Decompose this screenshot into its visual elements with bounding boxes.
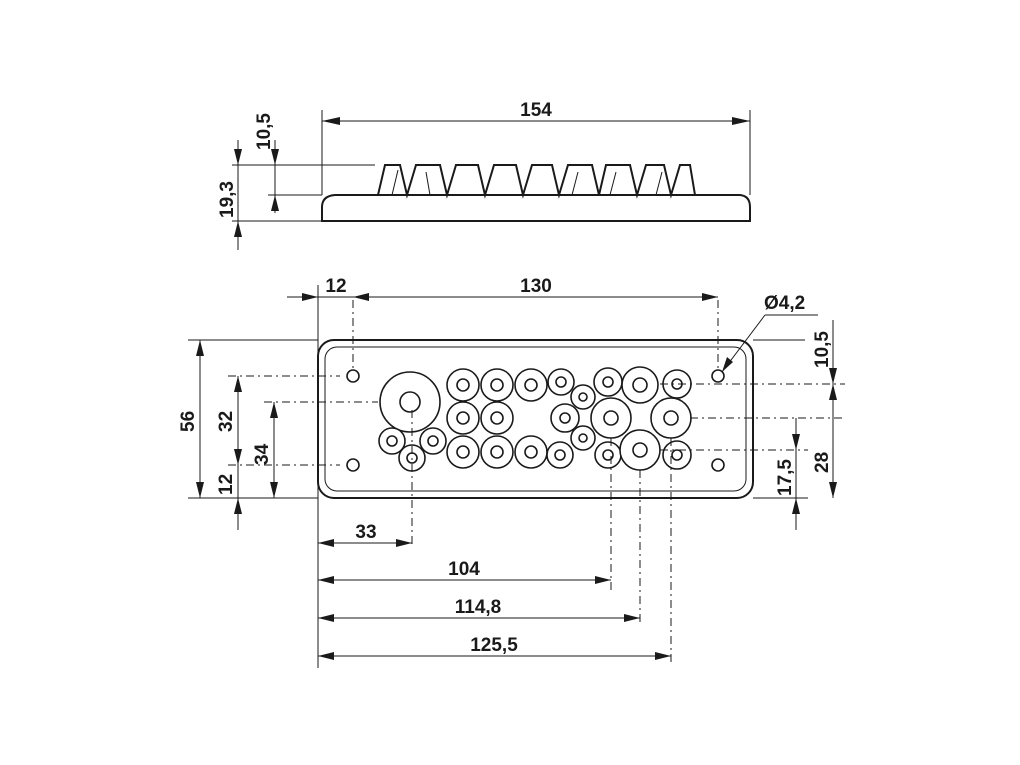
grommet-hole	[490, 445, 504, 459]
grommet-hole	[456, 445, 470, 459]
dim-label-130: 130	[520, 276, 552, 297]
arrowhead	[722, 357, 733, 372]
grommet-hole	[559, 412, 571, 424]
grommet-hole	[524, 378, 538, 392]
dim-label-154: 154	[520, 100, 552, 121]
arrowhead	[792, 498, 800, 514]
dim-label-104: 104	[448, 559, 480, 580]
dim-label-28: 28	[812, 452, 833, 473]
grommet-hole	[578, 392, 588, 402]
mounting-hole	[346, 458, 360, 472]
arrowhead	[829, 482, 837, 498]
arrowhead	[196, 340, 204, 356]
arrowhead	[196, 482, 204, 498]
arrowhead	[595, 576, 611, 584]
arrowhead	[234, 498, 242, 514]
top-view: 12 130 Ø4,2 56 32 12 34 10,5	[178, 276, 845, 668]
dim-label-114-8: 114,8	[455, 597, 502, 618]
grommet-array	[378, 366, 692, 472]
arrowhead	[732, 117, 750, 125]
grommet-hole	[490, 411, 504, 425]
arrowhead	[270, 402, 278, 418]
arrowhead	[318, 652, 334, 660]
arrowhead	[270, 482, 278, 498]
grommet-hole	[632, 377, 648, 393]
grommet-hole	[663, 410, 679, 426]
dim-label-19-3: 19,3	[217, 181, 238, 218]
dim-label-10-5-side: 10,5	[254, 113, 275, 150]
side-view-base	[321, 194, 751, 222]
dim-label-34: 34	[252, 443, 273, 465]
grommet-hole	[456, 411, 470, 425]
arrowhead	[234, 449, 242, 465]
dim-label-12-left: 12	[216, 474, 237, 495]
grommet-hole	[602, 376, 614, 388]
grommet-hole	[386, 435, 398, 447]
arrowhead	[829, 384, 837, 400]
grommet-hole	[578, 433, 588, 443]
grommet-hole	[554, 449, 566, 461]
dim-label-32: 32	[216, 411, 237, 432]
arrowhead	[234, 376, 242, 392]
dim-label-56: 56	[178, 411, 199, 432]
dim-label-12-top: 12	[325, 276, 346, 297]
mounting-hole	[346, 369, 360, 383]
dim-label-17-5: 17,5	[775, 459, 796, 496]
arrowhead	[234, 149, 242, 165]
arrowhead	[271, 149, 279, 165]
dim-label-10-5-right: 10,5	[812, 331, 833, 368]
grommet-hole	[456, 378, 470, 392]
grommet-hole	[555, 376, 567, 388]
arrowhead	[318, 539, 334, 547]
side-view-teeth	[377, 164, 696, 199]
arrowhead	[302, 293, 318, 301]
dim-label-hole-diameter: Ø4,2	[764, 293, 805, 314]
arrowhead	[396, 539, 412, 547]
side-view: 154 10,5 19,3	[217, 100, 751, 250]
arrowhead	[322, 117, 340, 125]
grommet-hole	[671, 449, 683, 461]
side-view-inner-teeth	[391, 169, 663, 196]
grommet-hole	[490, 378, 504, 392]
grommet-hole	[524, 445, 538, 459]
arrowhead	[318, 614, 334, 622]
arrowhead	[234, 221, 242, 237]
mounting-hole	[711, 369, 725, 383]
plate-inner-outline	[324, 346, 747, 492]
dim-label-125-5: 125,5	[470, 635, 518, 656]
arrowhead	[624, 614, 640, 622]
grommet-hole	[632, 442, 648, 458]
arrowhead	[702, 293, 718, 301]
arrowhead	[792, 434, 800, 450]
arrowhead	[655, 652, 671, 660]
grommet-hole	[603, 410, 619, 426]
grommet-hole	[427, 435, 439, 447]
mounting-hole	[711, 458, 725, 472]
grommet-large-hole	[399, 391, 421, 413]
arrowhead	[318, 576, 334, 584]
dim-label-33: 33	[355, 522, 376, 543]
arrowhead	[829, 368, 837, 384]
arrowhead	[271, 195, 279, 211]
